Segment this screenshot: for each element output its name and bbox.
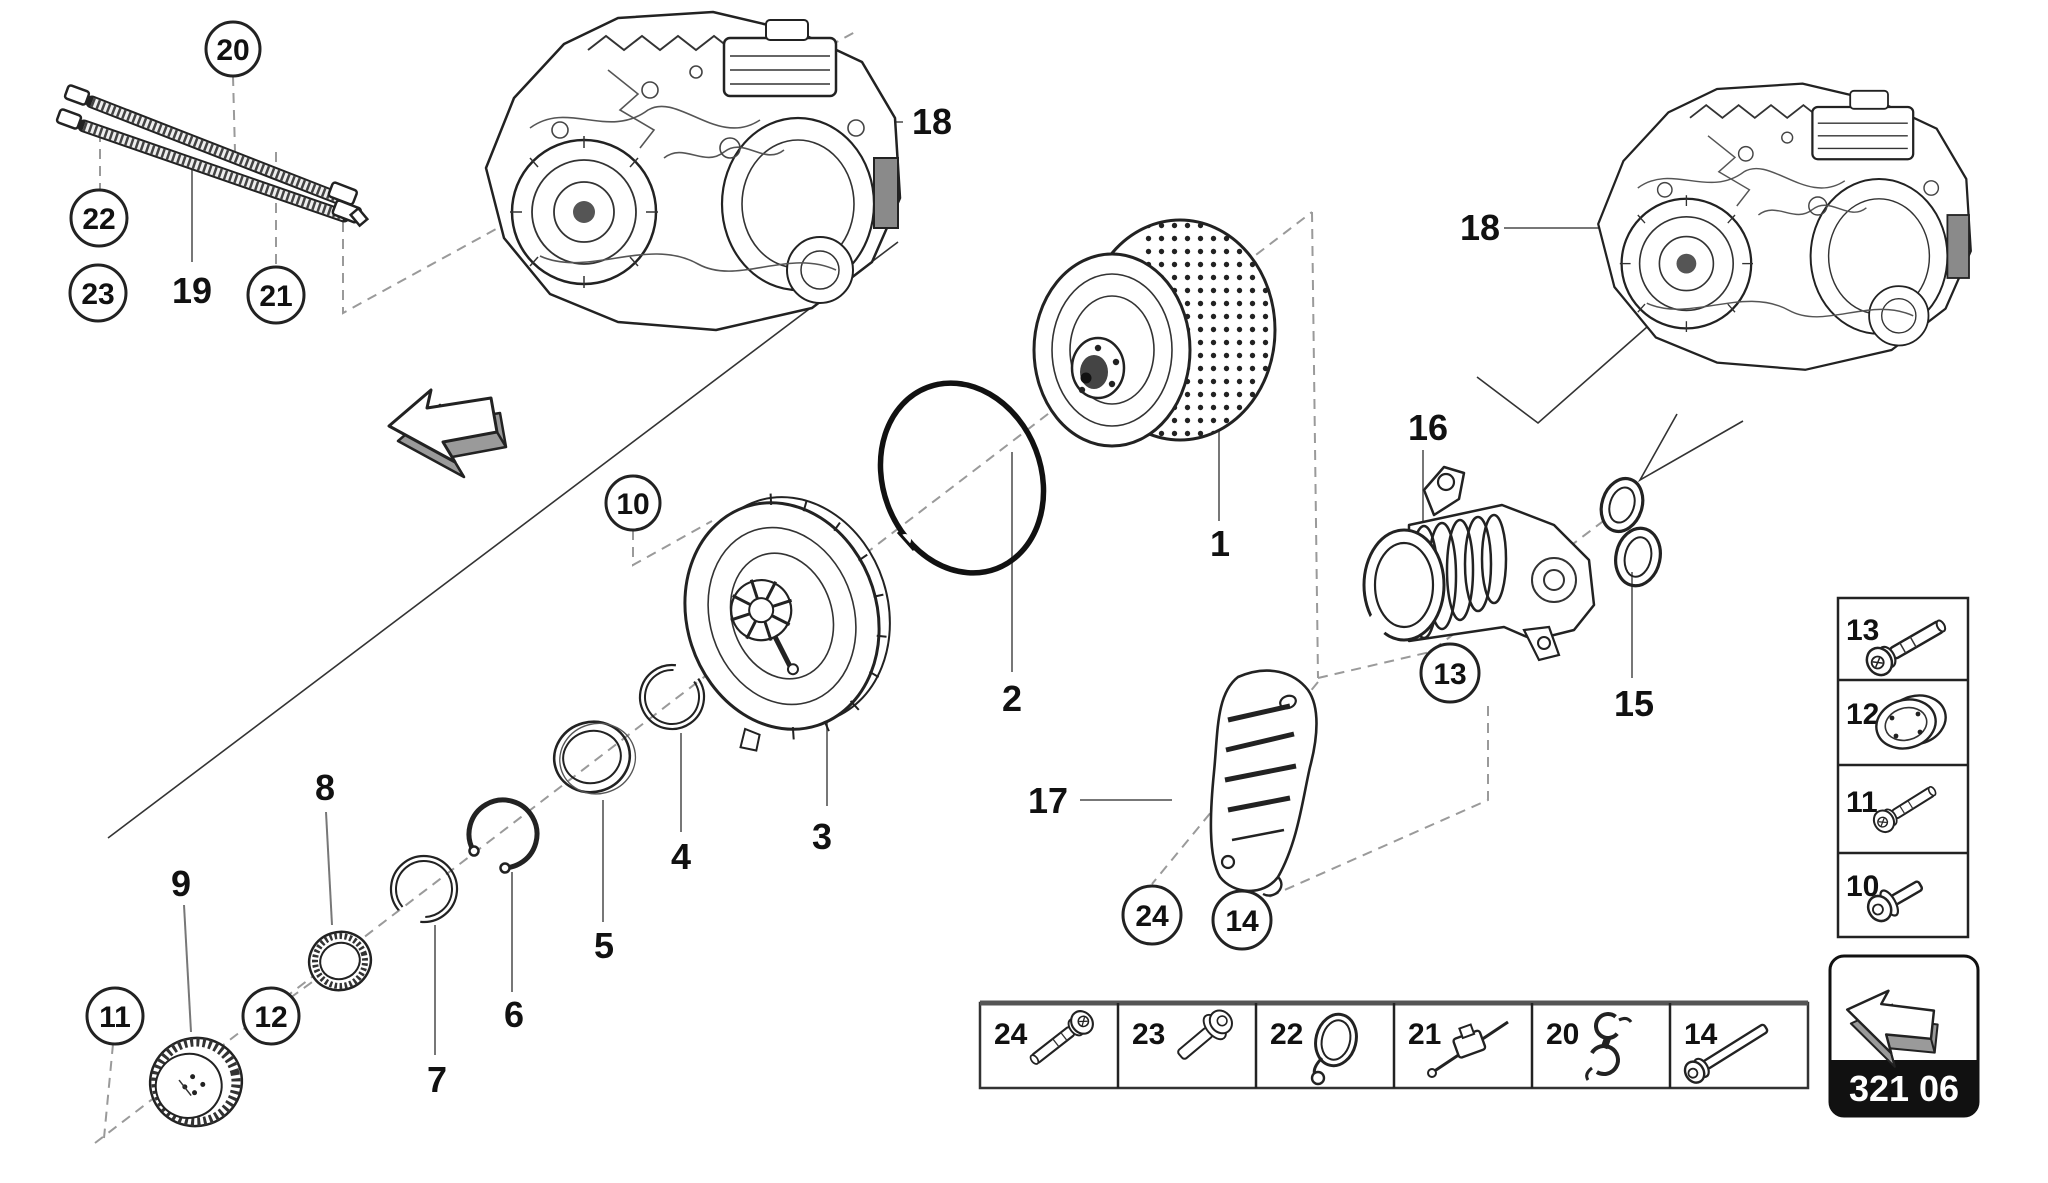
- callout-12: 12: [241, 986, 301, 1046]
- label-part-15: 15: [1614, 683, 1654, 724]
- side-row-13-number: 13: [1846, 614, 1879, 647]
- callout-14-label: 14: [1225, 905, 1259, 938]
- label-part-6: 6: [504, 994, 524, 1035]
- label-part-7: 7: [427, 1059, 447, 1100]
- cell-20-number: 20: [1546, 1018, 1579, 1051]
- callout-10-label: 10: [616, 488, 649, 521]
- bottom-table-cell-14: 14: [1683, 1018, 1769, 1084]
- callout-13-label: 13: [1433, 658, 1466, 691]
- page-code: 321 06: [1849, 1068, 1959, 1109]
- side-table-row-11: 11: [1846, 779, 1942, 837]
- cell-14-number: 14: [1684, 1018, 1718, 1051]
- washer-bolt-icon: [1177, 1009, 1233, 1060]
- label-part-19: 19: [172, 270, 212, 311]
- part-1-torque-converter: [1032, 218, 1277, 448]
- callout-21: 21: [246, 265, 306, 325]
- callout-10: 10: [604, 474, 662, 532]
- page-badge: 321 06: [1828, 954, 1980, 1118]
- gearbox-illustration-right: [1597, 82, 1972, 371]
- callout-24: 24: [1121, 884, 1183, 946]
- side-row-11-number: 11: [1846, 786, 1878, 819]
- part-15-gasket-rings: [1599, 476, 1662, 588]
- bottom-table-cell-21: 21: [1408, 1018, 1509, 1078]
- long-thin-bolt-icon: [1683, 1023, 1769, 1084]
- side-fastener-table: 13 12 11 10: [1836, 596, 1970, 939]
- cable-clamp-icon: [1310, 1012, 1358, 1086]
- callout-22: 22: [69, 188, 129, 248]
- bottom-table-cell-24: 24: [994, 1005, 1099, 1072]
- retaining-pin-icon: [1427, 1020, 1509, 1078]
- label-part-9: 9: [171, 863, 191, 904]
- callout-11: 11: [85, 986, 145, 1046]
- part-8-seal-ring: [307, 930, 373, 992]
- label-part-3: 3: [812, 816, 832, 857]
- part-9-knurled-cap: [148, 1036, 244, 1128]
- part-3-clutch-cover: [683, 493, 891, 752]
- callout-14: 14: [1211, 889, 1273, 951]
- cell-21-number: 21: [1408, 1018, 1441, 1051]
- cell-23-number: 23: [1132, 1018, 1165, 1051]
- side-table-row-12: 12: [1846, 694, 1947, 750]
- side-table-row-13: 13: [1846, 610, 1953, 681]
- label-part-18-left: 18: [912, 101, 952, 142]
- label-part-17: 17: [1028, 780, 1068, 821]
- label-part-4: 4: [671, 836, 691, 877]
- part-2-o-ring: [877, 380, 1047, 576]
- part-6-snap-ring: [466, 797, 540, 874]
- label-part-16: 16: [1408, 407, 1448, 448]
- part-17-heat-shield: [1209, 669, 1318, 897]
- side-table-row-10: 10: [1846, 870, 1929, 928]
- callout-20-label: 20: [216, 34, 249, 67]
- callout-24-label: 24: [1135, 900, 1169, 933]
- direction-arrow-icon: [387, 388, 508, 479]
- part-5-seal-ring: [552, 720, 637, 795]
- oil-pipe-assembly: [55, 84, 370, 228]
- end-cap-icon: [1875, 694, 1947, 750]
- callout-21-label: 21: [259, 280, 292, 313]
- callout-11-label: 11: [99, 1001, 131, 1034]
- reference-solid-lines: [107, 241, 1744, 839]
- cell-22-number: 22: [1270, 1018, 1303, 1051]
- callout-23-label: 23: [81, 278, 114, 311]
- callout-13: 13: [1419, 642, 1481, 704]
- side-row-12-number: 12: [1846, 698, 1879, 731]
- part-4-retaining-ring: [638, 663, 706, 731]
- label-part-8: 8: [315, 767, 335, 808]
- label-part-5: 5: [594, 925, 614, 966]
- label-part-2: 2: [1002, 678, 1022, 719]
- callout-20: 20: [204, 20, 262, 78]
- badge-black-band: [1830, 1060, 1978, 1116]
- label-part-18-right: 18: [1460, 207, 1500, 248]
- part-16-actuator-assembly: [1362, 465, 1596, 662]
- callout-23: 23: [68, 263, 128, 323]
- bottom-table-cell-22: 22: [1270, 1012, 1358, 1086]
- callout-12-label: 12: [254, 1001, 287, 1034]
- callout-22-label: 22: [82, 203, 115, 236]
- cell-24-number: 24: [994, 1018, 1028, 1051]
- bottom-fastener-table: 24 23 22 21: [978, 1000, 1810, 1090]
- bottom-table-cell-23: 23: [1132, 1009, 1233, 1060]
- gearbox-illustration-left: [484, 10, 902, 332]
- label-part-1: 1: [1210, 523, 1230, 564]
- part-7-ring: [389, 854, 459, 924]
